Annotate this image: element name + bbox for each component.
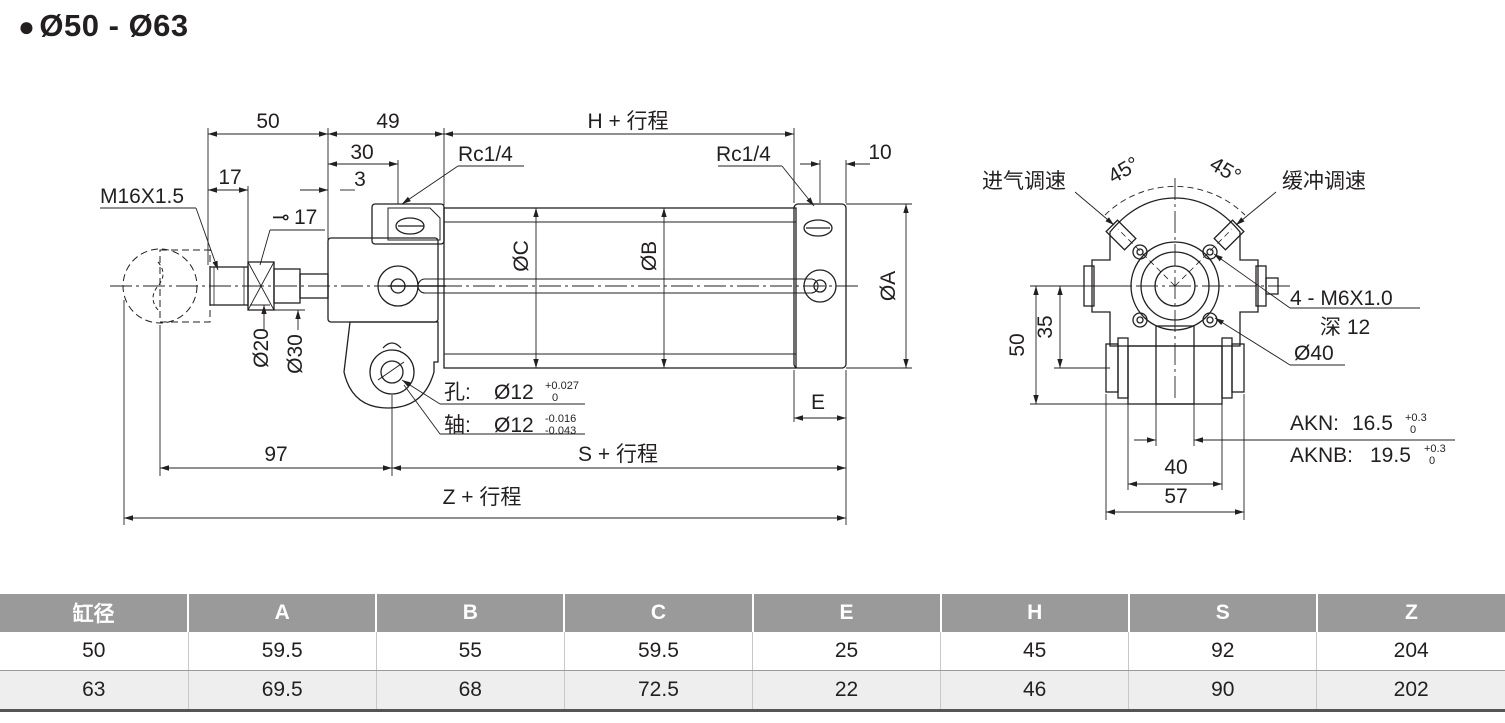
- akn-lower: 0: [1410, 424, 1416, 436]
- side-view-dimension-lines: [1030, 191, 1455, 520]
- side-view: [1070, 178, 1290, 405]
- table-cell: 45: [940, 632, 1129, 671]
- shaft-tolerance-label: 轴:: [444, 414, 471, 437]
- hole-tolerance-label: 孔:: [444, 381, 471, 404]
- table-cell: 202: [1316, 670, 1505, 712]
- shaft-tolerance-lower: -0.043: [545, 425, 576, 437]
- angle-left: 45°: [1104, 152, 1143, 188]
- table-cell: 92: [1128, 632, 1317, 671]
- front-view-labels: 50 49 H + 行程 30 3 17 ⊸ 17 M16X1.5 Rc1/4 …: [100, 110, 900, 509]
- dim-z-stroke: Z + 行程: [443, 486, 522, 509]
- dimension-table: 缸径 A B C E H S Z 50 59.5 55 59.5 25 45 9…: [0, 594, 1505, 712]
- dim-3: 3: [354, 168, 366, 191]
- table-cell: 59.5: [187, 632, 377, 671]
- dim-10: 10: [868, 141, 891, 164]
- port-right-label: Rc1/4: [716, 143, 771, 166]
- table-header: B: [375, 594, 565, 632]
- dim-side-50: 50: [1006, 333, 1029, 356]
- dim-dia-30: Ø30: [284, 334, 307, 374]
- akn-label: AKN:: [1290, 412, 1339, 435]
- hole-tolerance-upper: +0.027: [545, 380, 579, 392]
- table-header: H: [939, 594, 1129, 632]
- table-cell: 68: [375, 670, 565, 712]
- table-header: Z: [1315, 594, 1505, 632]
- hole-tolerance-lower: 0: [552, 392, 558, 404]
- table-header: A: [187, 594, 377, 632]
- table-cell: 204: [1316, 632, 1505, 671]
- dim-17: 17: [218, 166, 241, 189]
- table-cell: 55: [375, 632, 565, 671]
- side-view-labels: 45° 45° 进气调速 缓冲调速 4 - M6X1.0 深 12 Ø40 50…: [982, 152, 1446, 508]
- table-cell: 46: [940, 670, 1129, 712]
- dim-dia-b: ØB: [638, 241, 661, 271]
- dim-49: 49: [376, 110, 399, 133]
- table-cell: 59.5: [563, 632, 753, 671]
- dim-side-57: 57: [1164, 485, 1187, 508]
- bolt-label: 4 - M6X1.0: [1290, 287, 1393, 310]
- akn-value: 16.5: [1352, 412, 1393, 435]
- dim-side-40: 40: [1164, 456, 1187, 479]
- dim-97: 97: [264, 443, 287, 466]
- aknb-value: 19.5: [1370, 444, 1411, 467]
- table-header-row: 缸径 A B C E H S Z: [0, 594, 1505, 632]
- dim-wrench-17: 17: [294, 206, 317, 229]
- cushion-speed-label: 缓冲调速: [1282, 170, 1366, 193]
- thread-label: M16X1.5: [100, 185, 184, 208]
- table-header: E: [751, 594, 941, 632]
- table-header: S: [1127, 594, 1317, 632]
- wrench-icon: ⊸: [272, 206, 290, 229]
- bullet-icon: ●: [18, 11, 36, 42]
- table-cell: 72.5: [563, 670, 753, 712]
- dim-dia-a: ØA: [877, 271, 900, 301]
- table-header: C: [563, 594, 753, 632]
- page-title: ●Ø50 - Ø63: [18, 8, 189, 44]
- technical-drawing: 50 49 H + 行程 30 3 17 ⊸ 17 M16X1.5 Rc1/4 …: [100, 110, 1455, 525]
- dim-dia-20: Ø20: [250, 328, 273, 368]
- depth-label: 深 12: [1320, 316, 1370, 339]
- shaft-tolerance-value: Ø12: [494, 414, 534, 437]
- port-left-label: Rc1/4: [458, 143, 513, 166]
- aknb-upper: +0.3: [1424, 443, 1446, 455]
- dim-s-stroke: S + 行程: [578, 443, 658, 466]
- dim-h-stroke: H + 行程: [587, 110, 668, 133]
- table-row: 50 59.5 55 59.5 25 45 92 204: [0, 632, 1505, 671]
- table-cell: 90: [1128, 670, 1317, 712]
- hole-tolerance-value: Ø12: [494, 381, 534, 404]
- table-header: 缸径: [0, 594, 189, 632]
- table-cell: 69.5: [187, 670, 377, 712]
- dia-40-label: Ø40: [1294, 342, 1334, 365]
- shaft-tolerance-upper: -0.016: [545, 413, 576, 425]
- dim-side-35: 35: [1034, 315, 1057, 338]
- intake-speed-label: 进气调速: [982, 170, 1066, 193]
- aknb-label: AKNB:: [1290, 444, 1353, 467]
- front-view-dimension-lines: [100, 128, 912, 525]
- table-cell: 50: [0, 632, 189, 671]
- front-view: [110, 203, 862, 409]
- table-cell: 63: [0, 670, 189, 712]
- angle-right: 45°: [1206, 152, 1245, 188]
- table-cell: 22: [751, 670, 941, 712]
- table-row: 63 69.5 68 72.5 22 46 90 202: [0, 670, 1505, 712]
- title-text: Ø50 - Ø63: [39, 8, 189, 43]
- aknb-lower: 0: [1429, 455, 1435, 467]
- akn-upper: +0.3: [1405, 412, 1427, 424]
- dim-e: E: [811, 391, 825, 414]
- dim-50: 50: [256, 110, 279, 133]
- dim-dia-c: ØC: [510, 240, 533, 272]
- table-cell: 25: [751, 632, 941, 671]
- dim-30: 30: [350, 141, 373, 164]
